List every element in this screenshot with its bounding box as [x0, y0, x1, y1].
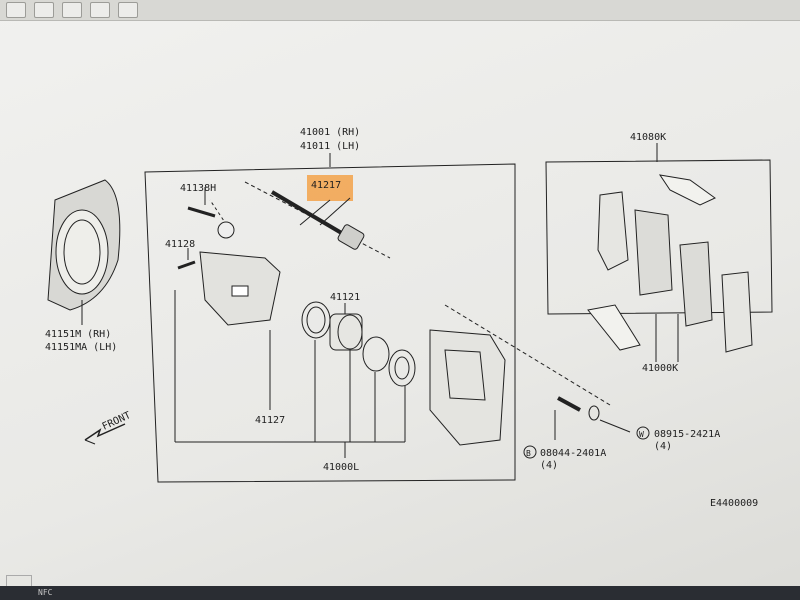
retainer-ring — [388, 349, 416, 387]
taskbar — [0, 586, 800, 600]
washer-quantity: (4) — [654, 441, 672, 452]
pad-clip — [658, 174, 716, 206]
label-front: FRONT — [101, 410, 133, 433]
label-41121: 41121 — [330, 292, 360, 303]
toolbar-button[interactable] — [62, 2, 82, 18]
pad-shim — [634, 209, 673, 296]
bolt-quantity: (4) — [540, 460, 558, 471]
toolbar-button[interactable] — [34, 2, 54, 18]
label-41217: 41217 — [311, 180, 341, 191]
inner-pad — [597, 191, 629, 271]
label-41001: 41001 (RH) — [300, 127, 360, 138]
piston — [329, 313, 363, 351]
dust-boot — [362, 336, 390, 372]
label-41011: 41011 (LH) — [300, 141, 360, 152]
figure-id: E4400009 — [710, 498, 758, 509]
label-41151ma: 41151MA (LH) — [45, 342, 117, 353]
caliper-group-frame — [144, 163, 516, 483]
viewer-toolbar — [0, 0, 800, 21]
part-highlight — [307, 175, 353, 201]
washer — [588, 405, 600, 421]
torque-member — [429, 329, 506, 446]
bleeder-screw — [177, 260, 196, 270]
pad-group-frame — [545, 159, 773, 315]
label-08044: 08044-2401A — [540, 448, 606, 459]
bolt-code-marker — [523, 445, 537, 459]
label-41128: 41128 — [165, 239, 195, 250]
toolbar-button[interactable] — [6, 2, 26, 18]
anti-squeal-spring — [587, 304, 641, 351]
label-41151m: 41151M (RH) — [45, 329, 111, 340]
label-41080k: 41080K — [630, 132, 666, 143]
outer-shim — [721, 271, 753, 353]
label-41138h: 41138H — [180, 183, 216, 194]
front-arrow — [84, 423, 126, 441]
label-41127: 41127 — [255, 415, 285, 426]
washer-code-marker — [636, 426, 650, 440]
outer-pad — [679, 241, 713, 327]
toolbar-button[interactable] — [118, 2, 138, 18]
mounting-bolt — [557, 396, 581, 412]
pin-bolt — [187, 206, 216, 218]
label-41000k: 41000K — [642, 363, 678, 374]
taskbar-label: NFC — [38, 588, 53, 597]
washer-code-prefix: W — [639, 430, 644, 439]
bolt-code-prefix: B — [526, 449, 531, 458]
label-41000l: 41000L — [323, 462, 359, 473]
toolbar-button[interactable] — [90, 2, 110, 18]
guide-pin — [270, 190, 352, 240]
label-08915: 08915-2421A — [654, 429, 720, 440]
